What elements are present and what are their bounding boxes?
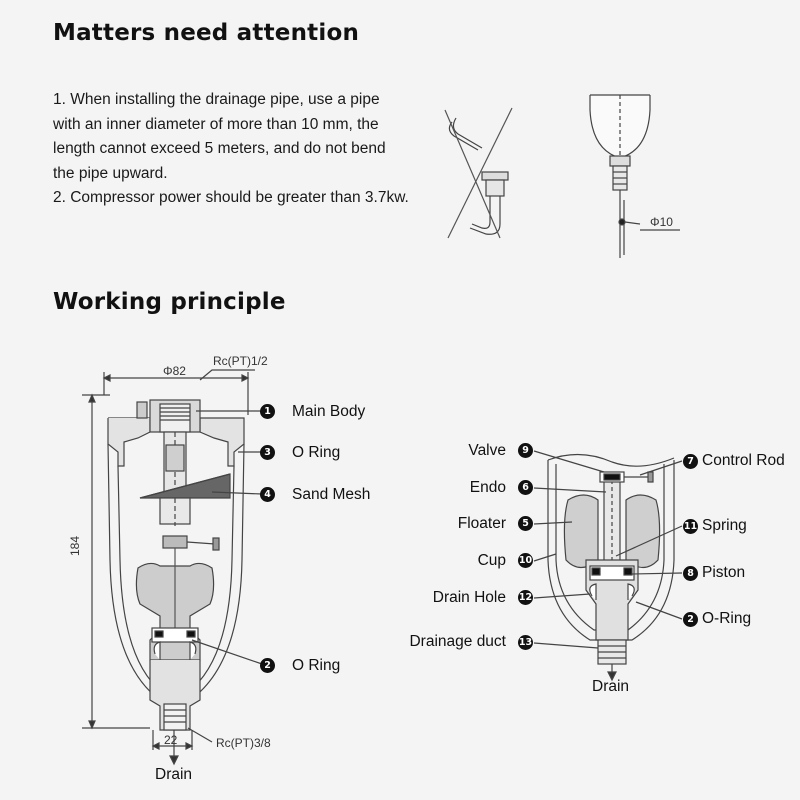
callout-badge: 13 [518,635,533,650]
callout-label: Sand Mesh [292,486,371,503]
callout-badge: 4 [260,487,275,502]
note-line: 1. When installing the drainage pipe, us… [53,91,380,108]
height-dim: 184 [68,535,82,556]
callout-label: Control Rod [702,452,785,469]
outlet-thread-dim: Rc(PT)3/8 [216,736,271,750]
note-line: with an inner diameter of more than 10 m… [53,115,379,133]
callout-label: Endo [469,479,506,496]
callout-badge: 2 [683,612,698,627]
callout-label: Valve [468,442,506,459]
callout-label: Floater [457,515,506,532]
callout-badge: 10 [518,553,533,568]
inlet-thread-dim: Rc(PT)1/2 [213,354,268,368]
drain-valve-section-right [533,450,683,682]
callout-label: Main Body [292,403,366,420]
callout-badge: 5 [518,516,533,531]
bottom-width-dim: 22 [164,733,178,747]
attention-heading: Matters need attention [53,20,360,46]
right-drain-label: Drain [592,678,630,695]
note-line: 2. Compressor power should be greater th… [53,189,409,206]
callout-label: O Ring [292,444,341,461]
callout-label: O-Ring [702,610,752,627]
callout-badge: 9 [518,443,533,458]
callout-label: Drainage duct [409,633,506,650]
callout-badge: 3 [260,445,275,460]
drain-valve-section-left [82,369,263,766]
callout-badge: 2 [260,658,275,673]
callout-badge: 11 [683,519,698,534]
callout-badge: 1 [260,404,275,419]
pipe-diameter-label: Φ10 [650,215,673,229]
left-drain-label: Drain [155,766,193,783]
note-line: the pipe upward. [53,164,168,182]
callout-label: Piston [702,564,746,581]
callout-badge: 8 [683,566,698,581]
callout-label: Cup [477,552,506,569]
correct-installation-sketch [589,94,680,258]
callout-label: Spring [702,517,747,534]
callout-badge: 6 [518,480,533,495]
top-width-dim: Φ82 [163,364,186,378]
callout-badge: 12 [518,590,533,605]
working-heading: Working principle [53,289,286,315]
callout-label: Drain Hole [432,589,506,606]
callout-label: O Ring [292,657,341,674]
callout-badge: 7 [683,454,698,469]
attention-notes: 1. When installing the drainage pipe, us… [53,88,413,211]
note-line: length cannot exceed 5 meters, and do no… [53,140,386,157]
wrong-installation-sketch [444,107,513,239]
